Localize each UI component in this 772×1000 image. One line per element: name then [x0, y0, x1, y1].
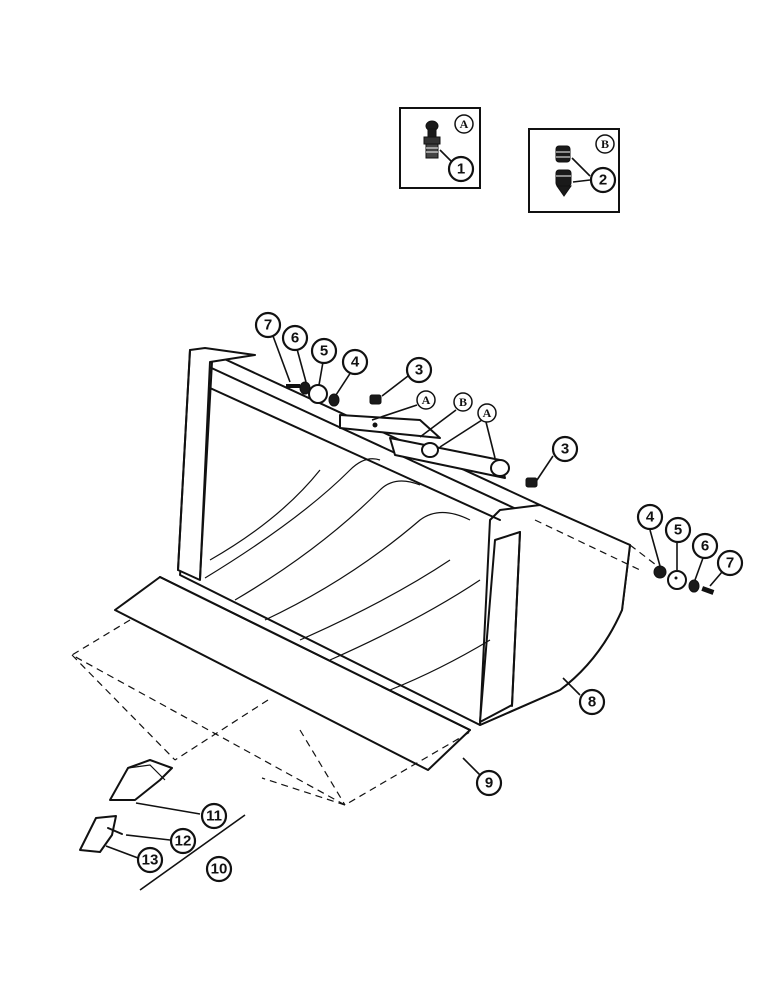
marker-b-1: B [459, 395, 467, 409]
hardware-left [286, 381, 538, 488]
callout-5a: 5 [320, 343, 328, 360]
rib-1 [204, 458, 381, 579]
callout-1-circle [447, 155, 475, 183]
pivot-right [490, 459, 510, 477]
callout-10: 10 [211, 861, 228, 878]
callout-6b: 6 [701, 538, 709, 555]
leader-2a [571, 157, 591, 177]
detail-b-letter: B [601, 137, 609, 151]
letter-markers: A B A [416, 390, 497, 423]
rib-2 [234, 480, 421, 601]
hardware-right [653, 565, 715, 595]
marker-a-2: A [483, 406, 492, 420]
callout-3a: 3 [415, 362, 423, 379]
callout-8: 8 [588, 694, 596, 711]
projection-lines [70, 519, 661, 806]
leader-lines [105, 335, 723, 891]
tooth-assembly [79, 759, 173, 853]
washer-6b [688, 579, 700, 593]
detail-a-letter-circle [454, 114, 474, 134]
rib-6 [389, 639, 491, 691]
bolt-7b [701, 586, 715, 595]
detail-b-letter-circle [595, 134, 615, 154]
callout-3b: 3 [561, 441, 569, 458]
callout-2-circle [589, 166, 617, 194]
callout-9: 9 [485, 775, 493, 792]
bucket-body [177, 347, 631, 726]
right-inner-edge [511, 531, 521, 707]
leader-2b [572, 179, 591, 183]
fitting-lower-icon [555, 169, 572, 197]
callout-4a: 4 [351, 354, 360, 371]
grease-fitting-icon [423, 120, 441, 159]
rail-underside [209, 387, 501, 521]
bushing-3b [525, 477, 538, 488]
bushing-4a [328, 393, 340, 407]
callout-4b: 4 [646, 509, 655, 526]
rib-7 [209, 469, 321, 561]
callout-7a: 7 [264, 317, 272, 334]
leader-1 [439, 149, 453, 163]
detail-b: B 2 [528, 128, 620, 213]
callout-6a: 6 [291, 330, 299, 347]
bushing-3a [369, 394, 382, 405]
fitting-upper-icon [555, 145, 571, 163]
callout-11: 11 [206, 808, 222, 825]
callout-5b: 5 [674, 522, 682, 539]
marker-a-1: A [422, 393, 431, 407]
left-inner-edge [199, 361, 213, 579]
rib-5 [329, 579, 481, 661]
rib-3 [264, 511, 471, 621]
bolt-7a [286, 384, 300, 388]
callout-1: 1 [457, 161, 465, 178]
callouts: 7 6 5 4 3 3 4 5 6 7 8 9 11 12 13 10 [136, 311, 744, 883]
callout-7b: 7 [726, 555, 734, 572]
cap-5a [308, 384, 328, 404]
fitting-hole [372, 422, 378, 428]
callout-2: 2 [599, 172, 607, 189]
cap-5b [667, 570, 687, 590]
callout-12: 12 [175, 833, 192, 850]
tooth-tip [79, 815, 117, 853]
rib-4 [299, 559, 451, 641]
left-edge [177, 349, 191, 571]
tooth-pin [107, 827, 123, 835]
bracket-lower [389, 437, 506, 479]
callout-13: 13 [142, 852, 159, 869]
pivot-left [421, 442, 439, 458]
detail-a-letter: A [460, 117, 469, 131]
bracket-upper [339, 414, 441, 439]
detail-a: A 1 [399, 107, 481, 189]
